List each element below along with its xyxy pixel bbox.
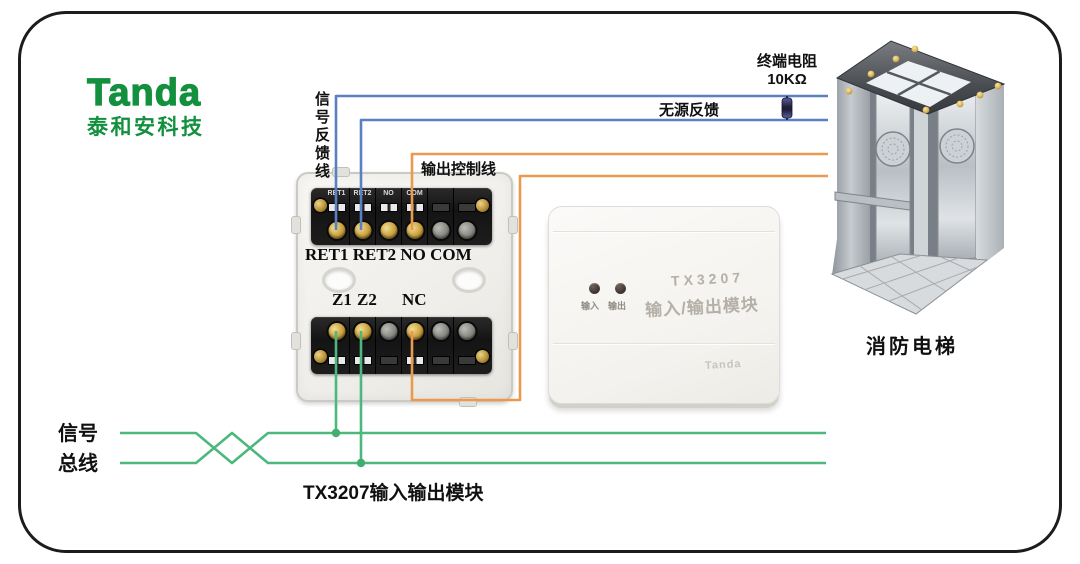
fire-elevator-photo bbox=[830, 40, 1006, 315]
module-seam bbox=[553, 231, 775, 232]
strip-end-screw bbox=[476, 199, 489, 212]
terminal-slot bbox=[431, 356, 450, 365]
mounting-hole bbox=[322, 267, 356, 293]
terminal-screw bbox=[432, 222, 449, 239]
label-nc: NC bbox=[402, 290, 427, 309]
module-seam bbox=[553, 343, 775, 344]
brand-logo: Tanda 泰和安科技 bbox=[86, 72, 205, 139]
mount-tab bbox=[508, 332, 518, 350]
caption-elevator: 消防电梯 bbox=[866, 336, 958, 358]
terminal-resistor-text: 终端电阻 bbox=[756, 53, 817, 70]
terminal-spare bbox=[427, 188, 453, 245]
terminal-strip-top: RET1 RET2 NO COM bbox=[311, 188, 492, 245]
signal-bus-line-a bbox=[120, 431, 826, 465]
wire-nc-control bbox=[410, 174, 828, 402]
terminal-tiny-label: NO bbox=[383, 190, 394, 197]
terminal-screw bbox=[432, 323, 449, 340]
terminal-screw bbox=[406, 222, 423, 239]
top-row-label: RET1 RET2 NO COM bbox=[305, 245, 472, 264]
output-led bbox=[615, 283, 626, 294]
terminal-slot bbox=[431, 203, 450, 212]
terminal-screw bbox=[380, 323, 397, 340]
elevator-handrail bbox=[834, 191, 911, 211]
mount-tab bbox=[291, 216, 301, 234]
terminal-z2 bbox=[349, 317, 375, 374]
terminal-screw bbox=[354, 222, 371, 239]
label-signal-bus: 信号 总线 bbox=[58, 419, 98, 479]
input-led-label: 输入 bbox=[581, 301, 600, 311]
label-z1: Z1 bbox=[332, 290, 352, 309]
signal-bus-line-b bbox=[120, 431, 826, 465]
wire-ret1-feedback bbox=[334, 94, 828, 230]
terminal-tiny-label: COM bbox=[406, 190, 423, 197]
mount-tab bbox=[332, 167, 350, 177]
strip-end-screw bbox=[476, 350, 489, 363]
elevator-left-wall bbox=[832, 78, 870, 275]
terminal-spare bbox=[427, 317, 453, 374]
input-led bbox=[589, 283, 600, 294]
elevator-right-wall bbox=[976, 84, 1004, 261]
terminal-ret2: RET2 bbox=[349, 188, 375, 245]
bus-junction-dot bbox=[356, 458, 366, 468]
terminal-resistor-value: 10KΩ bbox=[767, 71, 807, 88]
label-z2: Z2 bbox=[357, 290, 377, 309]
terminal-screw bbox=[458, 323, 475, 340]
terminal-slot bbox=[405, 203, 424, 212]
tx3207-module: 输入 输出 TX3207 输入/输出模块 Tanda bbox=[548, 206, 780, 404]
panel-medallion bbox=[875, 131, 911, 167]
terminal-slot bbox=[353, 203, 372, 212]
panel-medallion bbox=[939, 128, 975, 164]
label-output-control-line: 输出控制线 bbox=[421, 161, 497, 178]
terminal-slot bbox=[457, 356, 476, 365]
strip-end-screw bbox=[314, 199, 327, 212]
terminal-slot bbox=[405, 356, 424, 365]
terminal-screw bbox=[380, 222, 397, 239]
signal-bus-text-1: 信号 bbox=[58, 423, 98, 445]
wire-com-control bbox=[410, 152, 828, 230]
terminal-slot bbox=[379, 356, 398, 365]
terminal-nc bbox=[401, 317, 427, 374]
terminal-slot bbox=[457, 203, 476, 212]
terminal-strip-bottom bbox=[311, 317, 492, 374]
bus-junction-dot bbox=[331, 428, 341, 438]
terminal-screw bbox=[328, 222, 345, 239]
terminal-screw bbox=[458, 222, 475, 239]
wire-ret2-feedback bbox=[359, 118, 828, 230]
terminal-backplate: RET1 RET2 NO COM bbox=[291, 167, 518, 407]
label-signal-feedback-line: 信号反馈线 bbox=[313, 91, 330, 181]
caption-module: TX3207输入输出模块 bbox=[303, 483, 484, 504]
elevator-corner-mirror bbox=[914, 88, 928, 264]
terminal-slot bbox=[353, 356, 372, 365]
mount-tab bbox=[508, 216, 518, 234]
terminal-slot bbox=[379, 203, 398, 212]
label-passive-feedback: 无源反馈 bbox=[659, 102, 720, 119]
terminal-resistor-symbol bbox=[781, 97, 793, 119]
label-terminal-resistor: 终端电阻 10KΩ bbox=[742, 50, 832, 88]
terminal-screw bbox=[354, 323, 371, 340]
signal-bus-text-2: 总线 bbox=[58, 453, 98, 475]
ceiling-lights bbox=[845, 45, 1002, 114]
terminal-spare bbox=[453, 188, 479, 245]
brand-name: Tanda bbox=[86, 72, 202, 114]
brand-subtitle: 泰和安科技 bbox=[87, 116, 205, 139]
output-led-label: 输出 bbox=[608, 301, 627, 311]
skylight-beams bbox=[886, 70, 951, 97]
terminal-com: COM bbox=[401, 188, 427, 245]
terminal-tiny-label: RET2 bbox=[353, 190, 372, 197]
terminal-screw bbox=[406, 323, 423, 340]
mount-tab bbox=[459, 397, 477, 407]
elevator-floor bbox=[830, 253, 989, 315]
strip-end-screw bbox=[314, 350, 327, 363]
terminal-spare bbox=[375, 317, 401, 374]
terminal-spare bbox=[453, 317, 479, 374]
terminal-no: NO bbox=[375, 188, 401, 245]
mount-tab bbox=[291, 332, 301, 350]
mounting-hole bbox=[452, 267, 486, 293]
